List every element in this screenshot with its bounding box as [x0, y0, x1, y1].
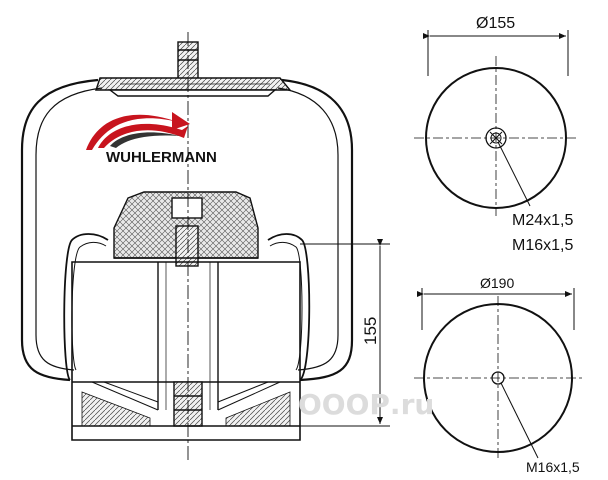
watermark: ОООР.ru — [298, 388, 434, 421]
height-dimension — [300, 239, 390, 427]
brand-logo — [86, 112, 190, 150]
piston — [71, 261, 301, 441]
bellow-outer — [20, 78, 354, 382]
bump-stop — [113, 191, 259, 259]
bottom-view — [414, 288, 584, 460]
top-thread-hole — [485, 127, 507, 149]
bottom-view-diameter: Ø190 — [480, 275, 514, 291]
bellow-roll — [63, 233, 311, 381]
height-label: 155 — [361, 317, 380, 345]
bottom-thread-leader — [500, 382, 539, 459]
bottom-thread: M16x1,5 — [526, 459, 580, 475]
side-view — [20, 32, 390, 460]
bellow-inner — [35, 87, 339, 371]
top-thread-line2: M16x1,5 — [512, 237, 573, 254]
bottom-thread-hole — [491, 371, 505, 385]
top-thread-leader — [497, 141, 531, 207]
top-view — [414, 30, 578, 216]
top-plate — [95, 77, 292, 97]
top-thread-line1: M24x1,5 — [512, 212, 573, 229]
top-view-diameter: Ø155 — [476, 15, 515, 32]
brand-name: WUHLERMANN — [106, 149, 217, 166]
